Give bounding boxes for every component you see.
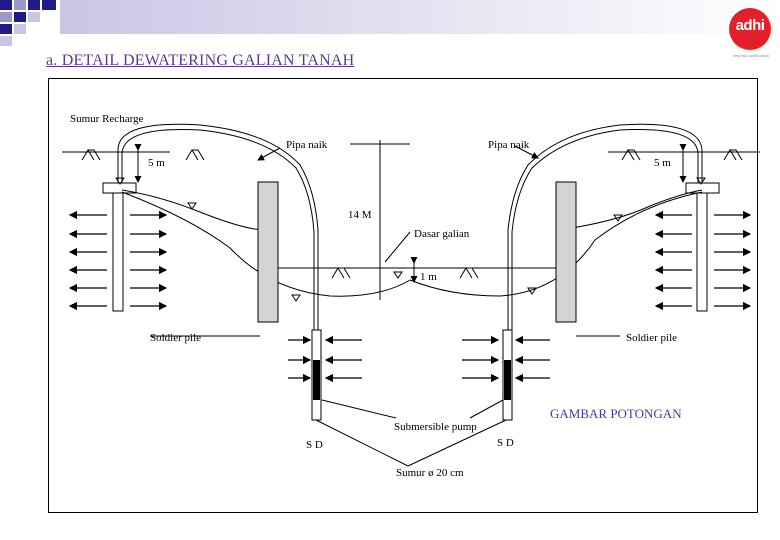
water-table-right-upper (571, 189, 703, 229)
pipe-left-inner (121, 129, 315, 330)
recharge-well-right (696, 192, 708, 312)
logo-text: adhi (735, 17, 765, 34)
label-pipa-naik-right: Pipa naik (488, 139, 530, 151)
water-level-marker (187, 202, 197, 210)
soil-symbol (185, 149, 205, 161)
soldier-pile-left (257, 181, 279, 323)
label-14m: 14 M (348, 209, 372, 221)
pipe-right-outer (507, 123, 703, 330)
water-table-left-upper (121, 189, 263, 231)
soldier-pile-right (555, 181, 577, 323)
pipa-naik-arrow-left (257, 147, 281, 161)
recharge-well-left (112, 192, 124, 312)
company-logo: adhi beyond construction (727, 8, 773, 60)
logo-circle (729, 8, 771, 50)
label-soldier-pile-left: Soldier pile (150, 332, 201, 344)
water-level-marker (393, 271, 403, 279)
pipe-right-inner (511, 129, 699, 330)
label-pipa-naik-left: Pipa naik (286, 139, 328, 151)
label-5m-right: 5 m (654, 157, 671, 169)
diagram-frame (48, 78, 758, 513)
sumur-leader-left (315, 419, 409, 467)
label-sd-left: S D (306, 439, 323, 451)
soil-symbol (459, 267, 479, 279)
soil-symbol (331, 267, 351, 279)
water-level-marker (291, 294, 301, 302)
water-level-marker (115, 177, 125, 185)
label-1m: 1 m (420, 271, 437, 283)
water-level-marker (696, 177, 706, 185)
label-sumur-diameter: Sumur ø 20 cm (396, 467, 464, 479)
water-level-marker (527, 287, 537, 295)
pipa-naik-arrow-right (514, 145, 539, 159)
soil-symbol (723, 149, 743, 161)
logo-tagline: beyond construction (733, 53, 769, 58)
dasar-galian-leader (384, 231, 411, 263)
label-sumur-recharge: Sumur Recharge (70, 113, 144, 125)
pump-leader-right (469, 399, 504, 419)
recharge-well-cap-right (685, 182, 720, 194)
pipe-left-outer (117, 123, 319, 330)
label-gambar-potongan: GAMBAR POTONGAN (550, 406, 682, 421)
soil-symbol (621, 149, 641, 161)
water-level-marker (613, 214, 623, 222)
slide-title: a. DETAIL DEWATERING GALIAN TANAH (46, 52, 355, 69)
label-5m-left: 5 m (148, 157, 165, 169)
sumur-leader-right (407, 419, 507, 467)
label-submersible-pump: Submersible pump (394, 421, 477, 433)
pump-leader-left (321, 399, 397, 419)
soil-symbol (81, 149, 101, 161)
decorative-squares (0, 0, 780, 46)
pump-screen-left (313, 360, 320, 400)
label-soldier-pile-right: Soldier pile (626, 332, 677, 344)
label-sd-right: S D (497, 437, 514, 449)
submersible-well-right (502, 329, 513, 421)
pump-screen-right (504, 360, 511, 400)
label-dasar-galian: Dasar galian (414, 228, 470, 240)
